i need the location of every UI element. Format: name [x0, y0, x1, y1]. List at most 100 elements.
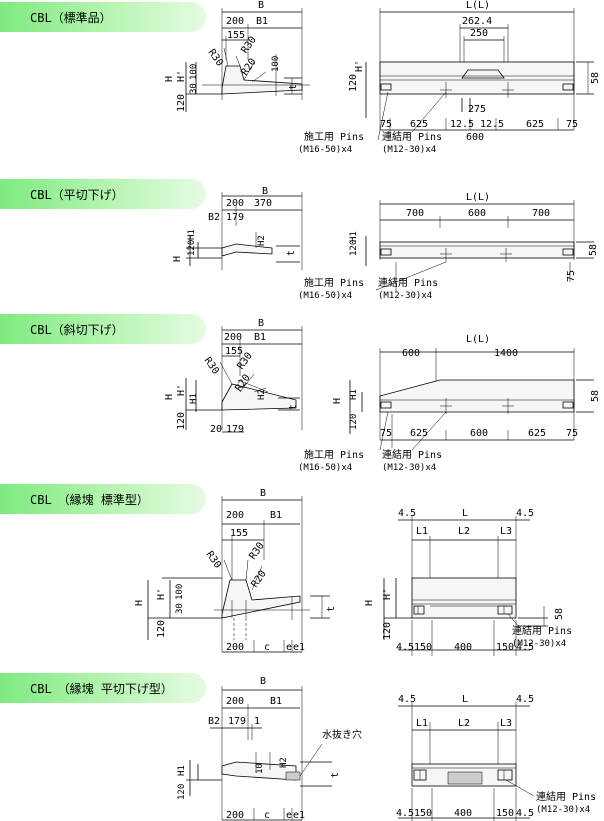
dim-t: t [326, 606, 337, 612]
dim-t: t [288, 404, 299, 410]
dim-150: 150 [496, 808, 514, 819]
dim-L: L(L) [466, 334, 490, 345]
section-title-slant-cut: CBL（斜切下げ） [0, 314, 206, 344]
section4-plan-view [383, 516, 548, 656]
pin-spec: (M16-50)x4 [298, 291, 352, 301]
dim-200: 200 [226, 198, 244, 209]
dim-200: 200 [226, 810, 244, 821]
section-title-text: CBL （縁塊 標準型） [30, 492, 149, 507]
dim-700: 700 [406, 208, 424, 219]
pin-spec: (M12-30)x4 [382, 145, 436, 155]
dim-625: 625 [526, 119, 544, 130]
dim-12-5: 12.5 [450, 119, 474, 130]
dim-75: 75 [380, 428, 392, 439]
dim-e: e [286, 642, 292, 653]
dim-150: 150 [414, 808, 432, 819]
dim-179: 179 [228, 716, 246, 727]
dim-Hprime: H' [354, 60, 365, 72]
dim-c: c [264, 810, 270, 821]
pin-label: 連結用 Pins [512, 624, 572, 637]
dim-58: 58 [590, 72, 601, 84]
dim-4-5: 4.5 [516, 694, 534, 705]
section-title-text: CBL（平切下げ） [30, 187, 124, 202]
dim-R20: R20 [239, 57, 258, 78]
dim-75: 75 [566, 428, 578, 439]
section-title-edge-std: CBL （縁塊 標準型） [0, 484, 206, 514]
dim-120: 120 [176, 94, 187, 112]
dim-1: 1 [254, 716, 260, 727]
dim-155: 155 [225, 346, 243, 357]
section-title-text: CBL（標準品） [30, 10, 112, 25]
dim-370: 370 [254, 198, 272, 209]
section3-side-view [349, 348, 594, 451]
dim-H: H [364, 600, 375, 606]
dim-120: 120 [382, 622, 393, 640]
dim-4-5: 4.5 [396, 808, 414, 819]
dim-H1: H1 [187, 229, 197, 240]
dim-200: 200 [226, 642, 244, 653]
dim-275: 275 [468, 104, 486, 115]
dim-600: 600 [470, 428, 488, 439]
dim-L3: L3 [500, 526, 512, 537]
dim-155: 155 [227, 30, 245, 41]
section1-cross-section [185, 8, 310, 112]
dim-t: t [286, 250, 297, 256]
dim-H2: H2 [257, 235, 267, 246]
dim-120: 120 [349, 414, 359, 430]
pin-label: 連結用 Pins [378, 276, 438, 289]
dim-150: 150 [414, 642, 432, 653]
dim-100: 100 [271, 56, 281, 72]
dim-4-5: 4.5 [396, 642, 414, 653]
dim-200: 200 [224, 332, 242, 343]
dim-L1: L1 [416, 526, 428, 537]
dim-t: t [330, 772, 341, 778]
pin-label: 施工用 Pins [304, 130, 364, 143]
dim-Hprime: H' [176, 384, 187, 396]
dim-H: H [332, 398, 343, 404]
pin-label: 施工用 Pins [304, 276, 364, 289]
dim-120: 120 [156, 620, 167, 638]
dim-4-5: 4.5 [516, 642, 534, 653]
dim-625: 625 [410, 428, 428, 439]
dim-120: 120 [176, 412, 187, 430]
pin-spec: (M12-30)x4 [378, 291, 432, 301]
dim-30: 30 [175, 603, 185, 614]
drain-hole-label: 水抜き穴 [322, 728, 362, 741]
dim-L2: L2 [458, 526, 470, 537]
dim-700: 700 [532, 208, 550, 219]
dim-120: 120 [348, 74, 359, 92]
dim-H1: H1 [189, 393, 199, 404]
section-title-flat-cut: CBL（平切下げ） [0, 179, 206, 209]
dim-75: 75 [566, 119, 578, 130]
dim-Hprime: H' [382, 588, 393, 600]
dim-B1: B1 [254, 332, 266, 343]
dim-100: 100 [189, 64, 199, 80]
dim-B2: B2 [208, 716, 220, 727]
dim-179: 179 [226, 212, 244, 223]
dim-12-5: 12.5 [480, 119, 504, 130]
dim-200: 200 [226, 510, 244, 521]
dim-H2: H2 [257, 389, 267, 400]
dim-120: 120 [187, 240, 197, 256]
section2-cross-section [186, 192, 303, 270]
dim-L: L(L) [466, 192, 490, 203]
pin-label: 連結用 Pins [536, 790, 596, 803]
dim-100: 100 [175, 584, 185, 600]
dim-L: L [462, 508, 468, 519]
dim-4-5: 4.5 [398, 508, 416, 519]
dim-262: 262.4 [462, 16, 492, 27]
dim-75: 75 [380, 119, 392, 130]
dim-H2: H2 [279, 757, 289, 768]
dim-H: H [134, 600, 145, 606]
dim-L: L(L) [466, 0, 490, 11]
dim-B1: B1 [256, 16, 268, 27]
pin-label: 連結用 Pins [382, 130, 442, 143]
dim-4-5: 4.5 [516, 808, 534, 819]
dim-400: 400 [454, 808, 472, 819]
dim-B1: B1 [270, 696, 282, 707]
dim-L2: L2 [458, 718, 470, 729]
dim-30: 30 [189, 83, 199, 94]
dim-155: 155 [230, 528, 248, 539]
dim-B: B [260, 488, 266, 499]
dim-150: 150 [496, 642, 514, 653]
